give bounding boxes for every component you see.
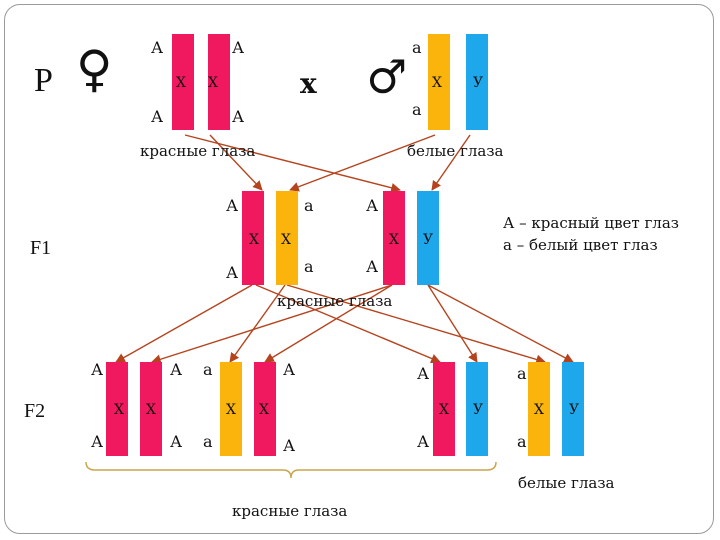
p-male-chrom-y-label: У (473, 75, 484, 91)
f1-female-chrom-label-2: Х (281, 232, 291, 248)
arrows-f1-to-f2 (115, 284, 574, 365)
p-female-allele-bottom-2: А (232, 107, 245, 126)
p-female-phenotype: красные глаза (140, 142, 256, 160)
p-generation-label: P (34, 62, 53, 99)
f1-female-chrom-label-1: Х (249, 232, 259, 248)
p-male-chrom-x-label: Х (432, 75, 442, 91)
p-male-phenotype: белые глаза (407, 142, 504, 160)
female-symbol: ♀ (76, 40, 113, 98)
f1-male-allele-top: А (366, 196, 379, 215)
arrow-p-female-to-f1-female (209, 134, 263, 191)
f2-g4-chrom-y-label: У (569, 402, 580, 418)
f1-female-allele-bottom-2: а (304, 257, 314, 276)
f2-g2-allele-top-2: А (283, 360, 296, 379)
p-male-chromosome-x (428, 34, 450, 130)
f2-g4-allele-bottom: а (517, 432, 527, 451)
arrow-f1-to-f2-8 (427, 284, 574, 363)
p-male-chromosome-y (466, 34, 488, 130)
f2-g3-chromosome-x (433, 362, 455, 456)
p-female-allele-bottom-1: А (151, 107, 164, 126)
f1-female-allele-top-2: а (304, 196, 314, 215)
arrow-f1-to-f2-1 (115, 284, 253, 363)
arrow-f1-to-f2-5 (151, 284, 393, 364)
arrow-p-male-y-to-f1-male (431, 134, 471, 191)
f2-g2-chromosome-2 (254, 362, 276, 456)
f2-g2-allele-bottom-1: а (203, 432, 213, 451)
f2-g1-allele-bottom-2: А (170, 432, 183, 451)
f2-g2-chrom-label-1: Х (226, 402, 236, 418)
f2-g4-chrom-x-label: Х (534, 402, 544, 418)
p-male-allele-top: а (412, 38, 422, 57)
f2-g1-allele-bottom-1: А (91, 432, 104, 451)
p-female-chromosome-2 (208, 34, 230, 130)
f1-male-chrom-x-label: Х (389, 232, 399, 248)
slide-frame (4, 4, 714, 534)
p-female-allele-top-1: А (151, 38, 164, 57)
cross-symbol: x (300, 67, 317, 100)
arrow-f1-to-f2-4 (286, 284, 546, 365)
f1-female-chromosome-1 (242, 191, 264, 285)
f1-generation-label: F1 (30, 237, 52, 259)
f1-male-allele-bottom: А (366, 257, 379, 276)
p-female-chromosome-1 (172, 34, 194, 130)
arrow-p-male-x-to-f1-female (289, 134, 436, 192)
arrow-f1-to-f2-2 (255, 284, 441, 364)
f2-g3-allele-top: А (417, 364, 430, 383)
legend-dominant: А – красный цвет глаз (503, 214, 679, 232)
f2-g2-chrom-label-2: Х (259, 402, 269, 418)
f2-g1-chromosome-2 (140, 362, 162, 456)
f1-male-chromosome-x (383, 191, 405, 285)
legend-recessive: а – белый цвет глаз (503, 236, 658, 254)
arrow-f1-to-f2-6 (264, 284, 393, 363)
f1-female-allele-bottom-1: А (226, 263, 239, 282)
p-female-allele-top-2: А (232, 38, 245, 57)
f2-g2-chromosome-1 (220, 362, 242, 456)
f2-white-eyes-phenotype: белые глаза (518, 474, 615, 492)
p-female-chrom-label-1: Х (176, 75, 186, 91)
f2-g3-allele-bottom: А (417, 432, 430, 451)
f2-g4-chromosome-y (562, 362, 584, 456)
f1-male-chromosome-y (417, 191, 439, 285)
f1-male-chrom-y-label: У (423, 232, 434, 248)
f1-chromosomes (242, 191, 439, 285)
f2-red-eyes-phenotype: красные глаза (232, 502, 348, 520)
f2-g3-chromosome-y (466, 362, 488, 456)
f2-g3-chrom-y-label: У (473, 402, 484, 418)
p-female-chrom-label-2: Х (208, 75, 218, 91)
f1-phenotype: красные глаза (277, 292, 393, 310)
f2-chromosomes (106, 362, 584, 456)
f2-g1-chromosome-1 (106, 362, 128, 456)
f2-g4-allele-top: а (517, 364, 527, 383)
f2-g2-allele-top-1: а (203, 360, 213, 379)
p-male-allele-bottom: а (412, 100, 422, 119)
f2-g4-chromosome-x (528, 362, 550, 456)
f1-female-allele-top-1: А (226, 196, 239, 215)
f2-g1-chrom-label-2: Х (146, 402, 156, 418)
f2-g1-allele-top-1: А (91, 360, 104, 379)
male-symbol: ♂ (366, 50, 408, 104)
arrow-p-female-to-f1-male (184, 134, 401, 193)
f1-female-chromosome-2 (276, 191, 298, 285)
arrow-f1-to-f2-3 (229, 284, 286, 363)
p-chromosomes (172, 34, 488, 130)
f2-g2-allele-bottom-2: А (283, 436, 296, 455)
arrows-p-to-f1 (184, 134, 471, 193)
f2-g1-chrom-label-1: Х (114, 402, 124, 418)
f2-g1-allele-top-2: А (170, 360, 183, 379)
f2-g3-chrom-x-label: Х (439, 402, 449, 418)
f2-generation-label: F2 (24, 400, 46, 422)
arrow-f1-to-f2-7 (427, 284, 478, 363)
f2-red-eyes-bracket (85, 461, 497, 479)
